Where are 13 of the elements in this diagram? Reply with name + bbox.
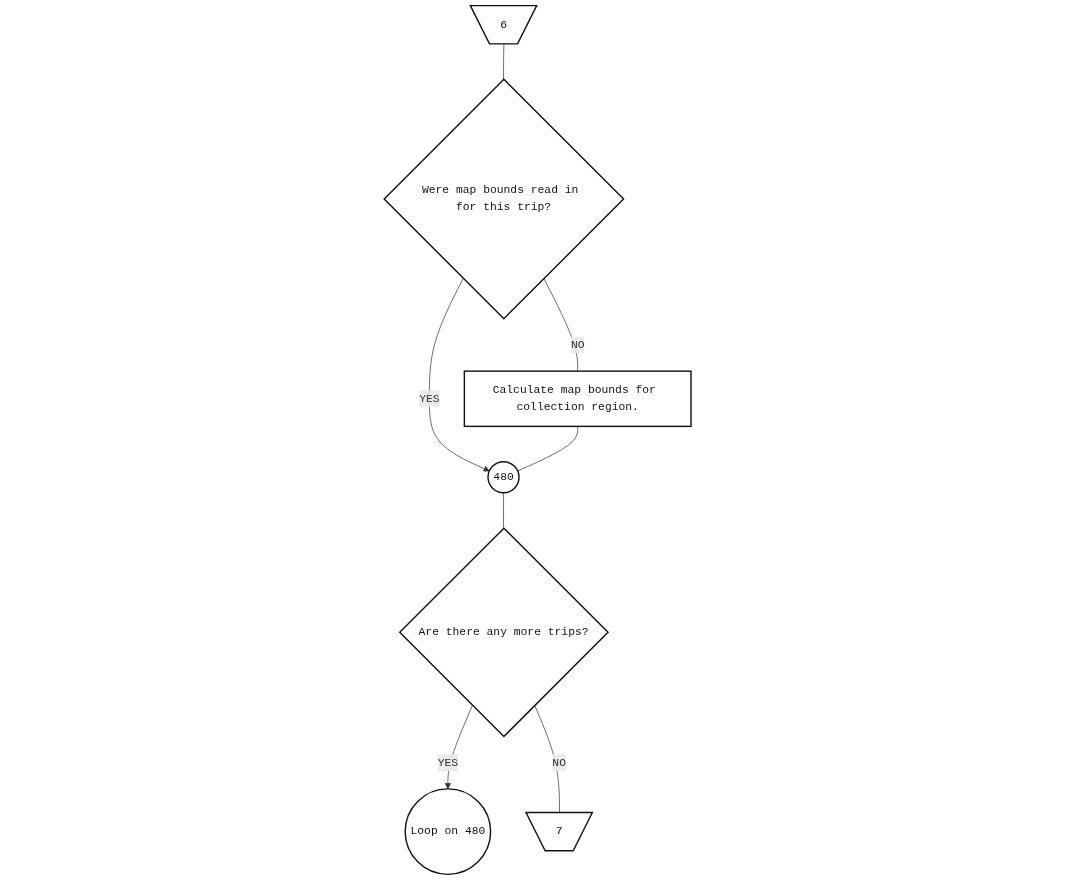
connector (543, 278, 578, 372)
connector (503, 43, 505, 80)
connector (503, 492, 504, 529)
edge-label: YES (437, 756, 458, 770)
edge-label: YES (419, 392, 440, 406)
connector (517, 426, 578, 472)
node-diamond: Are there any more trips? (398, 527, 609, 738)
node-box: Calculate map bounds for collection region. (463, 370, 692, 428)
edge-label: NO (552, 756, 566, 770)
node-circle: Loop on 480 (404, 788, 492, 876)
edge-label: NO (570, 338, 585, 352)
node-circle: 480 (487, 461, 520, 494)
node-diamond: Were map bounds read in for this trip? (383, 78, 625, 320)
